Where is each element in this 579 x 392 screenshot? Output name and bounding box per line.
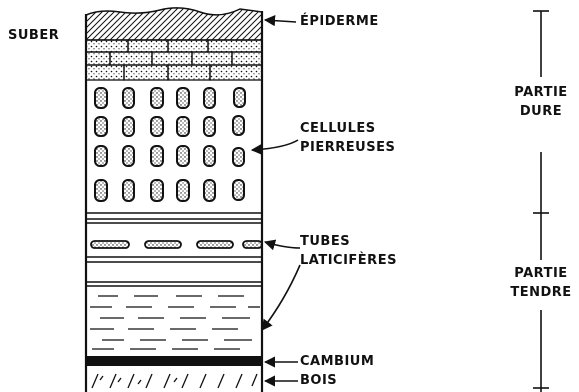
label-partie-tendre-line1: PARTIE xyxy=(505,266,577,282)
label-partie-dure: PARTIE DURE xyxy=(508,85,574,120)
label-tubes-line2: LATICIFÈRES xyxy=(300,253,397,269)
label-cambium: CAMBIUM xyxy=(300,354,374,370)
label-partie-tendre: PARTIE TENDRE xyxy=(505,266,577,301)
label-tubes-line1: TUBES xyxy=(300,234,397,250)
label-cellules: CELLULES PIERREUSES xyxy=(300,121,395,156)
laticifer-tubes xyxy=(91,241,262,248)
label-partie-tendre-line2: TENDRE xyxy=(505,285,577,301)
cambium-layer xyxy=(86,356,262,366)
epiderme-layer xyxy=(86,8,262,40)
label-cellules-line2: PIERREUSES xyxy=(300,140,395,156)
label-partie-dure-line2: DURE xyxy=(508,104,574,120)
wood-layer xyxy=(92,374,257,388)
stone-cells xyxy=(95,88,245,201)
label-epiderme: ÉPIDERME xyxy=(300,14,379,30)
label-cellules-line1: CELLULES xyxy=(300,121,395,137)
label-partie-dure-line1: PARTIE xyxy=(508,85,574,101)
section-brackets xyxy=(533,11,549,392)
suber-layer xyxy=(86,40,262,80)
label-tubes: TUBES LATICIFÈRES xyxy=(300,234,397,269)
label-suber: SUBER xyxy=(8,28,59,44)
phloem-lines xyxy=(86,213,262,286)
soft-tissue-dashes xyxy=(90,296,260,349)
label-bois: BOIS xyxy=(300,373,337,389)
